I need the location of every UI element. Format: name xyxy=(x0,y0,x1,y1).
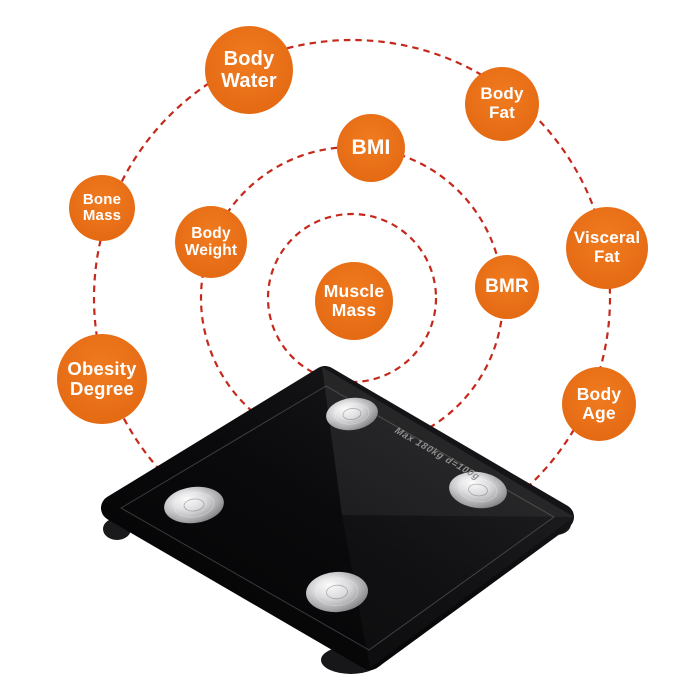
badge-label: Muscle xyxy=(323,280,385,301)
badge-label: Body xyxy=(191,224,231,242)
badge-label: Obesity xyxy=(67,357,137,379)
badge-bone-mass: Bone Mass xyxy=(69,175,135,241)
glass-reflection xyxy=(322,367,574,517)
badge-body-weight: Body Weight xyxy=(175,206,247,278)
badge-label: Water xyxy=(221,70,277,92)
badge-label: Bone xyxy=(82,190,122,208)
electrode-top xyxy=(326,397,378,431)
badge-label: Body xyxy=(480,84,524,104)
badge-label: Age xyxy=(582,403,616,423)
badge-label: Mass xyxy=(331,300,377,320)
badge-label: Degree xyxy=(70,378,134,399)
badge-label: Body xyxy=(223,48,275,70)
badge-label: Mass xyxy=(82,207,122,224)
electrode-right xyxy=(449,471,507,509)
badge-label: Body xyxy=(576,383,622,404)
badge-muscle-mass: Muscle Mass xyxy=(315,262,393,340)
badge-label: Fat xyxy=(593,247,621,266)
badge-body-fat: Body Fat xyxy=(465,67,539,141)
electrode-left xyxy=(164,486,224,524)
badge-body-age: Body Age xyxy=(562,367,636,441)
scale-photo: Max 180kg d=100g xyxy=(101,366,574,674)
badge-label: Visceral xyxy=(573,228,641,248)
badge-body-water: Body Water xyxy=(205,26,293,114)
badge-bmr: BMR xyxy=(475,255,539,319)
badge-label: Fat xyxy=(488,103,516,122)
badge-label: BMI xyxy=(351,136,391,160)
badge-label: Weight xyxy=(184,242,238,259)
badge-visceral-fat: Visceral Fat xyxy=(566,207,648,289)
scale-glass xyxy=(101,366,574,670)
badge-bmi: BMI xyxy=(337,114,405,182)
badge-obesity-degree: Obesity Degree xyxy=(57,334,147,424)
electrode-bottom xyxy=(306,571,368,613)
badge-label: BMR xyxy=(485,275,529,297)
